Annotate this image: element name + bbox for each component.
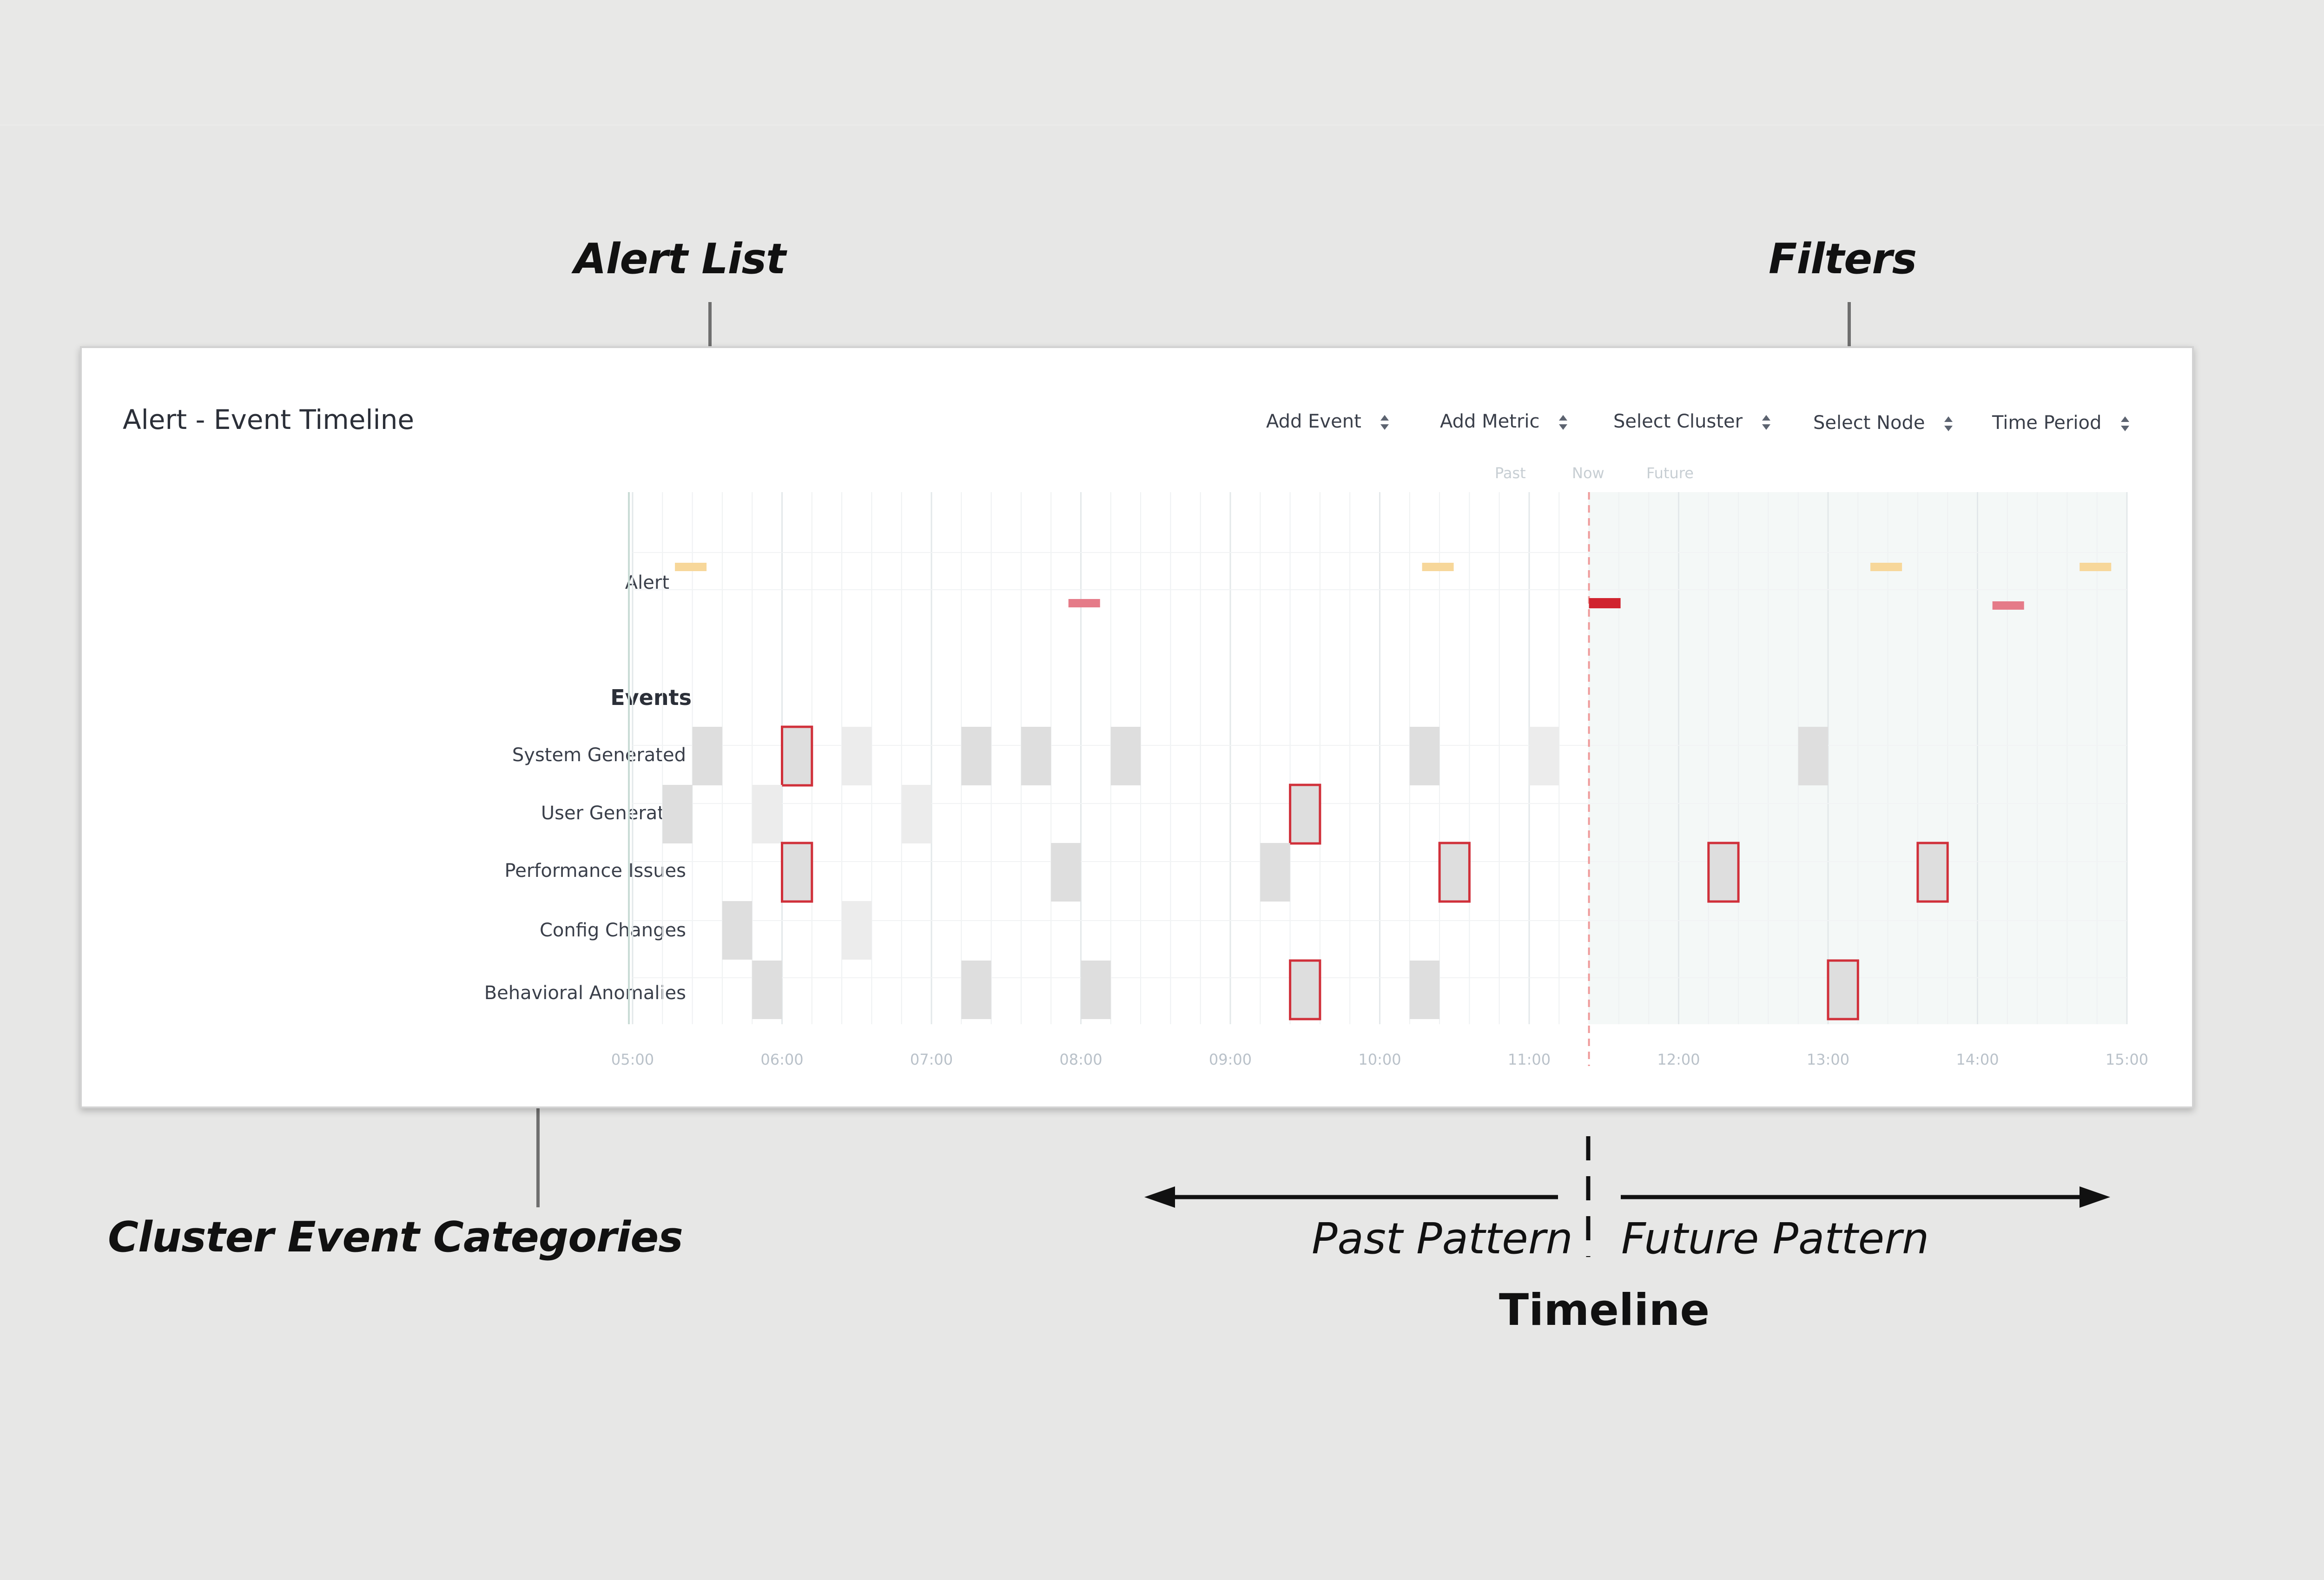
event-block (662, 785, 693, 843)
alert-marker-warning (675, 563, 707, 571)
event-block (1529, 727, 1559, 785)
timeline-label: Timeline (1499, 1285, 1710, 1336)
event-block (1409, 727, 1440, 785)
categories-pointer-line (536, 1031, 540, 1207)
event-block-flagged (1289, 783, 1321, 845)
category-label-performance-issues: Performance Issues (504, 860, 686, 882)
phase-past-label: Past (1495, 464, 1526, 482)
timeline-chart: 05:00 06:00 07:00 08:00 09:00 10:00 11:00 12:00… (611, 492, 2148, 1068)
event-block (961, 727, 991, 785)
alert-event-timeline-panel: Alert - Event Timeline Add Event Add Met… (80, 346, 2194, 1108)
x-tick-label: 10:00 (1358, 1051, 1401, 1068)
event-block-flagged (1707, 842, 1740, 903)
alert-marker-warning (1870, 563, 1902, 571)
category-label-behavioral-anomalies: Behavioral Anomalies (484, 982, 686, 1004)
sort-caret-icon (1380, 415, 1389, 430)
select-cluster-label: Select Cluster (1613, 411, 1743, 432)
filters-pointer-line (1848, 302, 1851, 383)
event-block (1798, 727, 1828, 785)
add-event-label: Add Event (1266, 411, 1361, 432)
phase-future-label: Future (1646, 464, 1694, 482)
event-block (842, 727, 872, 785)
event-block-flagged (781, 842, 813, 903)
add-metric-label: Add Metric (1440, 411, 1540, 432)
x-tick-label: 14:00 (1956, 1051, 1999, 1068)
event-block-flagged (781, 725, 813, 787)
x-tick-label: 15:00 (2106, 1051, 2148, 1068)
cluster-event-categories-callout: Cluster Event Categories (108, 1213, 683, 1262)
event-block (1051, 843, 1081, 902)
x-tick-label: 11:00 (1508, 1051, 1551, 1068)
select-cluster-filter[interactable]: Select Cluster (1613, 411, 1772, 433)
add-metric-filter[interactable]: Add Metric (1440, 411, 1569, 433)
alert-list-callout: Alert List (574, 235, 786, 283)
add-event-filter[interactable]: Add Event (1266, 411, 1390, 433)
event-block (722, 901, 753, 960)
event-block (692, 727, 722, 785)
event-block (752, 785, 782, 843)
event-block (1409, 961, 1440, 1019)
event-block (1021, 727, 1051, 785)
event-block (901, 785, 931, 843)
select-node-label: Select Node (1813, 412, 1925, 434)
event-block (1081, 961, 1111, 1019)
event-block-flagged (1827, 959, 1859, 1020)
phase-now-label: Now (1572, 464, 1604, 482)
sort-caret-icon (1762, 415, 1770, 430)
category-label-system-generated: System Generated (512, 744, 686, 766)
alert-marker-warning (1422, 563, 1454, 571)
x-tick-label: 13:00 (1807, 1051, 1849, 1068)
alert-marker-major (1992, 601, 2024, 610)
event-block (1110, 727, 1141, 785)
alert-marker-major (1068, 599, 1100, 607)
event-block (1260, 843, 1290, 902)
x-tick-label: 06:00 (760, 1051, 803, 1068)
alert-marker-critical (1589, 598, 1621, 608)
x-tick-label: 09:00 (1209, 1051, 1252, 1068)
event-block (842, 901, 872, 960)
future-pattern-label: Future Pattern (1621, 1214, 1929, 1264)
event-block-flagged (1438, 842, 1471, 903)
event-block (961, 961, 991, 1019)
future-arrow-head (2080, 1186, 2110, 1208)
event-block-flagged (1289, 959, 1321, 1020)
sort-caret-icon (2121, 416, 2130, 431)
alert-marker-warning (2080, 563, 2112, 571)
past-pattern-label: Past Pattern (1312, 1214, 1573, 1264)
panel-title: Alert - Event Timeline (123, 404, 415, 435)
time-period-label: Time Period (1992, 412, 2102, 434)
x-tick-label: 07:00 (910, 1051, 953, 1068)
select-node-filter[interactable]: Select Node (1813, 412, 1954, 434)
filters-callout: Filters (1769, 235, 1917, 283)
event-block-flagged (1916, 842, 1949, 903)
time-period-filter[interactable]: Time Period (1992, 412, 2131, 434)
top-band (0, 0, 2324, 125)
x-tick-label: 08:00 (1059, 1051, 1102, 1068)
past-arrow-head (1144, 1186, 1175, 1208)
x-tick-label: 05:00 (611, 1051, 654, 1068)
event-block (752, 961, 782, 1019)
sort-caret-icon (1944, 416, 1953, 431)
sort-caret-icon (1559, 415, 1568, 430)
category-label-config-changes: Config Changes (539, 920, 686, 941)
x-tick-label: 12:00 (1657, 1051, 1700, 1068)
events-heading: Events (610, 685, 692, 710)
